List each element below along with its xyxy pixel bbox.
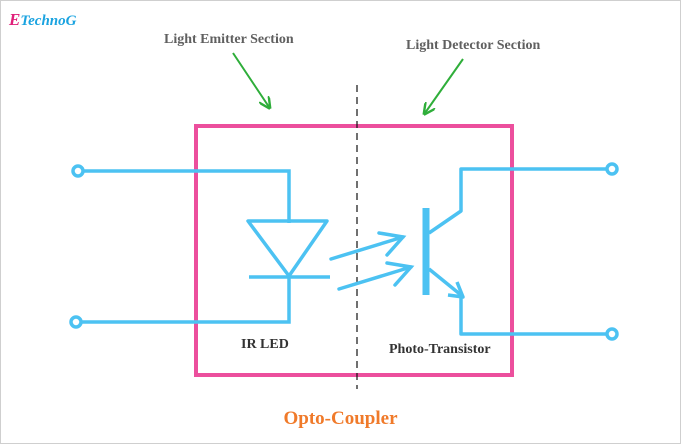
- ir-led-symbol: [246, 219, 330, 279]
- terminal-emitter: [605, 327, 619, 341]
- brand-logo-text: TechnoG: [20, 13, 77, 29]
- photo-transistor-label: Photo-Transistor: [389, 342, 491, 357]
- photo-transistor-symbol: [422, 162, 619, 341]
- diode-triangle: [246, 219, 329, 278]
- brand-logo: ETechnoG: [9, 10, 76, 30]
- terminal-cathode: [69, 315, 83, 329]
- light-arrow-lower: [337, 265, 413, 291]
- light-arrows: [329, 231, 415, 291]
- enclosure-box: [194, 124, 514, 377]
- emitter-wire: [427, 267, 612, 336]
- anode-wire: [83, 169, 291, 223]
- emitter-pointer-arrow: [232, 52, 269, 107]
- light-arrow-upper-head: [377, 231, 407, 257]
- cathode-wire: [81, 276, 291, 324]
- emitter-arrowhead: [447, 281, 465, 299]
- terminal-anode: [71, 164, 85, 178]
- terminal-collector: [605, 162, 619, 176]
- diagram-title: Opto-Coupler: [283, 408, 398, 429]
- ir-led-label: IR LED: [241, 337, 289, 352]
- light-arrow-lower-head: [385, 261, 415, 287]
- detector-pointer-arrow: [425, 58, 464, 113]
- emitter-section-label: Light Emitter Section: [164, 32, 294, 47]
- detector-section-label: Light Detector Section: [406, 38, 541, 53]
- emitter-wiring: [69, 164, 291, 329]
- light-arrow-upper: [329, 235, 405, 261]
- collector-wire: [428, 167, 612, 235]
- brand-logo-letter: E: [9, 10, 21, 29]
